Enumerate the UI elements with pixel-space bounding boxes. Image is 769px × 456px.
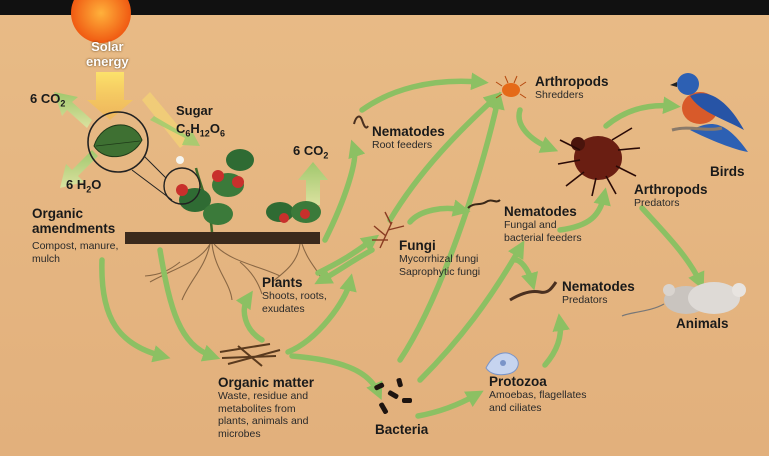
protozoa-title: Protozoa (489, 374, 586, 389)
organic-matter-node: Organic matter Waste, residue and metabo… (218, 375, 314, 440)
sugar-h: H (190, 121, 199, 136)
organic-matter-desc-4: microbes (218, 428, 314, 441)
protozoa-desc-2: and ciliates (489, 402, 586, 415)
organic-amendments-title-1: Organic (32, 206, 118, 221)
nematodes-fungal-title: Nematodes (504, 204, 582, 219)
fungi-desc-2: Saprophytic fungi (399, 266, 480, 279)
arthropods-predators-desc: Predators (634, 197, 708, 210)
protozoa-desc-1: Amoebas, flagellates (489, 389, 586, 402)
h2o-label: 6 H2O (66, 178, 101, 195)
birds-node: Birds (710, 164, 745, 179)
nematodes-fungal-desc-1: Fungal and (504, 219, 582, 232)
h2o-prefix: 6 H (66, 177, 86, 192)
plants-desc-2: exudates (262, 303, 327, 316)
co2-left-sub: 2 (60, 99, 65, 109)
sugar-h-n: 12 (200, 128, 210, 138)
organic-matter-desc-2: metabolites from (218, 403, 314, 416)
fungi-desc-1: Mycorrhizal fungi (399, 253, 480, 266)
sugar-formula: C6H12O6 (176, 122, 225, 139)
birds-title: Birds (710, 164, 745, 179)
plants-desc-1: Shoots, roots, (262, 290, 327, 303)
sugar-title: Sugar (176, 104, 225, 119)
solar-label-line2: energy (86, 55, 129, 70)
sugar-c: C (176, 121, 185, 136)
organic-amendments-desc-1: Compost, manure, (32, 240, 118, 253)
nematodes-predators-title: Nematodes (562, 279, 635, 294)
nematodes-predators-desc: Predators (562, 294, 635, 307)
nematodes-fungal-desc-2: bacterial feeders (504, 232, 582, 245)
arthropods-shredders-node: Arthropods Shredders (535, 74, 609, 102)
organic-matter-title: Organic matter (218, 375, 314, 390)
fungi-node: Fungi Mycorrhizal fungi Saprophytic fung… (399, 238, 480, 278)
sugar-label: Sugar C6H12O6 (176, 104, 225, 138)
organic-amendments-desc-2: mulch (32, 253, 118, 266)
sugar-o: O (210, 121, 220, 136)
h2o-suffix: O (91, 177, 101, 192)
nematodes-fungal-feeders-node: Nematodes Fungal and bacterial feeders (504, 204, 582, 244)
organic-matter-desc-3: plants, animals and (218, 415, 314, 428)
nematodes-root-desc: Root feeders (372, 139, 445, 152)
solar-energy-label: Solar energy (86, 40, 129, 69)
arthropods-shredders-title: Arthropods (535, 74, 609, 89)
bacteria-title: Bacteria (375, 422, 428, 437)
co2-right-label: 6 CO2 (293, 144, 328, 161)
co2-right-prefix: 6 CO (293, 143, 323, 158)
arthropods-shredders-desc: Shredders (535, 89, 609, 102)
plants-node: Plants Shoots, roots, exudates (262, 275, 327, 315)
organic-matter-desc-1: Waste, residue and (218, 390, 314, 403)
nematodes-root-title: Nematodes (372, 124, 445, 139)
organic-amendments-node: Organic amendments Compost, manure, mulc… (32, 206, 118, 265)
bacteria-node: Bacteria (375, 422, 428, 437)
organic-amendments-title-2: amendments (32, 221, 118, 236)
protozoa-node: Protozoa Amoebas, flagellates and ciliat… (489, 374, 586, 414)
animals-node: Animals (676, 316, 729, 331)
co2-left-prefix: 6 CO (30, 91, 60, 106)
animals-title: Animals (676, 316, 729, 331)
nematodes-root-feeders-node: Nematodes Root feeders (372, 124, 445, 152)
arthropods-predators-node: Arthropods Predators (634, 182, 708, 210)
solar-label-line1: Solar (86, 40, 129, 55)
plants-title: Plants (262, 275, 327, 290)
co2-left-label: 6 CO2 (30, 92, 65, 109)
co2-right-sub: 2 (323, 151, 328, 161)
soil-line (125, 232, 320, 244)
sugar-o-n: 6 (220, 128, 225, 138)
arthropods-predators-title: Arthropods (634, 182, 708, 197)
fungi-title: Fungi (399, 238, 480, 253)
nematodes-predators-node: Nematodes Predators (562, 279, 635, 307)
